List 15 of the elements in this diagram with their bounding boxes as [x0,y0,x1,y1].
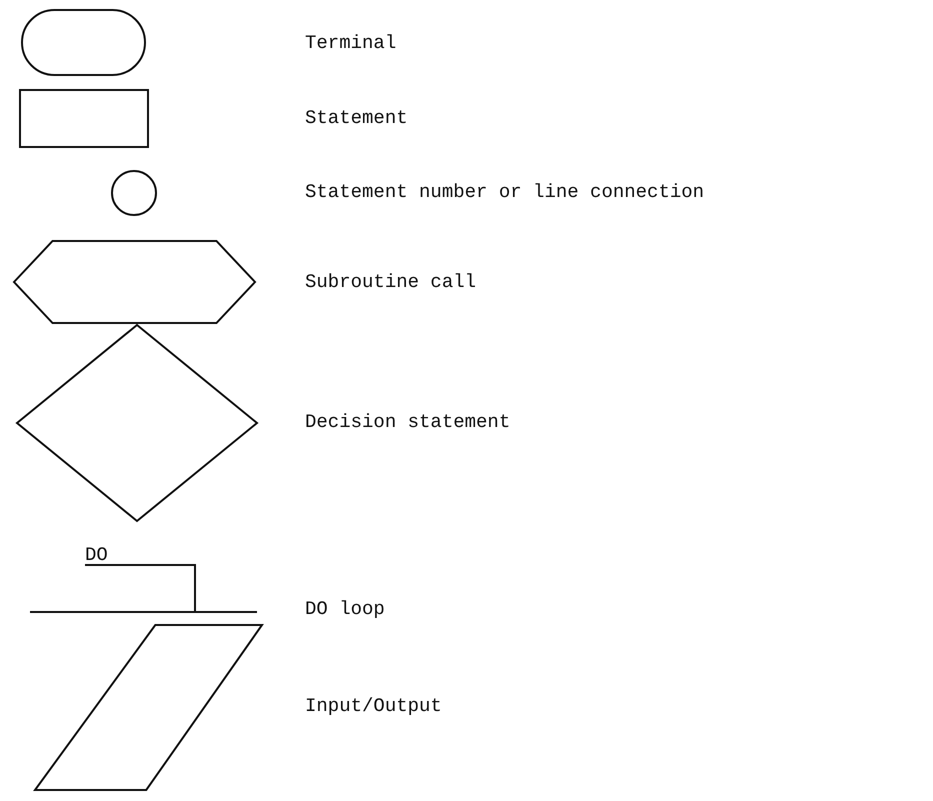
symbol-label: Statement number or line connection [305,183,704,202]
diamond-symbol [17,325,257,521]
symbol-text: DO [85,546,108,565]
circle-symbol [112,171,156,215]
symbol-label: Decision statement [305,413,510,432]
box-symbol [20,90,148,147]
symbol-label: Terminal [305,34,396,53]
symbol-label: Subroutine call [305,273,476,292]
hexagon-symbol [14,241,255,323]
do-loop-symbol [30,545,257,613]
stadium-symbol [22,10,145,75]
symbol-label: Statement [305,109,408,128]
symbol-label: DO loop [305,600,385,619]
symbol-label: Input/Output [305,697,442,716]
parallelogram-symbol [35,625,262,790]
